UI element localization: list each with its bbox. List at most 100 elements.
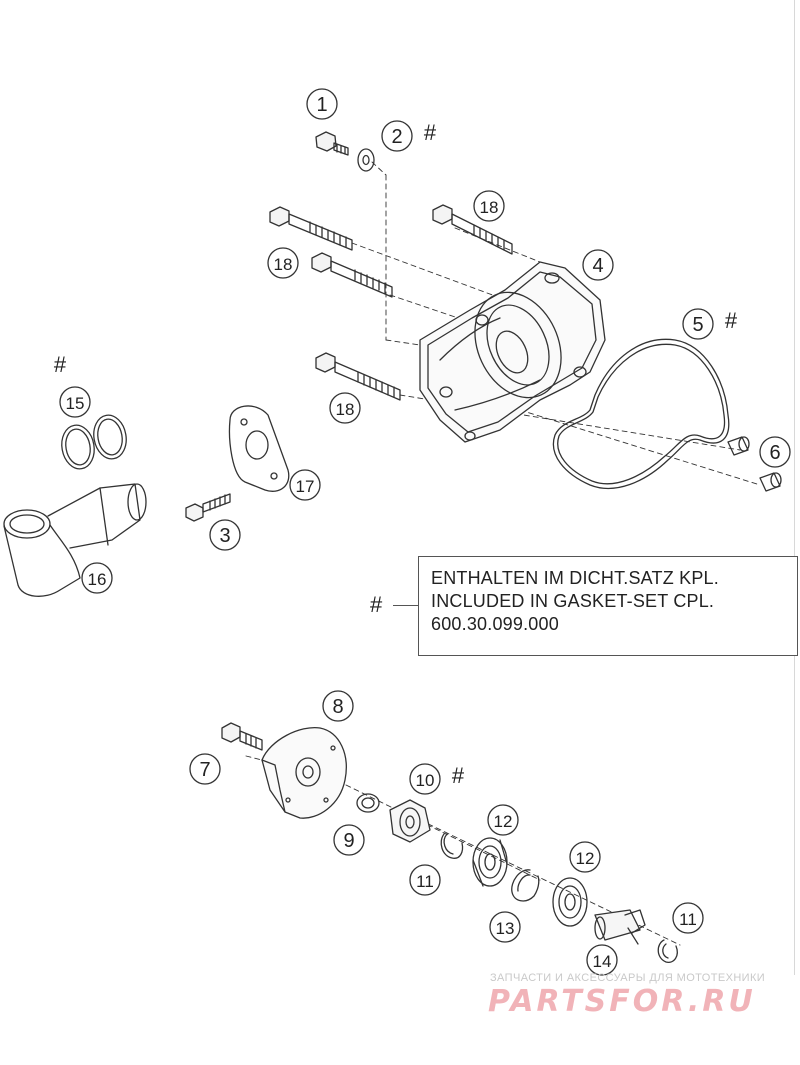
gasket-set-hash-marker: # bbox=[452, 763, 465, 788]
callout-number: 12 bbox=[494, 812, 513, 831]
callout-number: 12 bbox=[576, 849, 595, 868]
callout-5: 5# bbox=[682, 308, 738, 340]
callout-circle bbox=[473, 190, 505, 222]
callout-12b: 12 bbox=[569, 841, 601, 873]
callout-circle bbox=[586, 944, 618, 976]
callout-7: 7 bbox=[189, 753, 221, 785]
callout-number: 16 bbox=[88, 570, 107, 589]
note-part-number: 600.30.099.000 bbox=[431, 614, 559, 634]
callout-circle bbox=[329, 392, 361, 424]
part-11b-circlip bbox=[657, 939, 678, 963]
part-5-gasket bbox=[552, 338, 730, 490]
callout-circle bbox=[267, 247, 299, 279]
part-6-dowels bbox=[727, 436, 782, 492]
callout-circle bbox=[59, 386, 91, 418]
part-2-washer bbox=[357, 148, 375, 172]
callout-circle bbox=[409, 864, 441, 896]
callout-9: 9 bbox=[333, 824, 365, 856]
callout-12a: 12 bbox=[487, 804, 519, 836]
note-line-german: ENTHALTEN IM DICHT.SATZ KPL. bbox=[431, 568, 719, 588]
callout-circle bbox=[209, 519, 241, 551]
callout-circle bbox=[569, 841, 601, 873]
part-14-shaft bbox=[594, 909, 646, 945]
part-10-seal bbox=[389, 799, 431, 843]
callout-circle bbox=[81, 562, 113, 594]
callout-8: 8 bbox=[322, 690, 354, 722]
callout-circle bbox=[189, 753, 221, 785]
callout-number: 9 bbox=[343, 830, 354, 852]
callout-number: 11 bbox=[416, 872, 434, 891]
callout-circle bbox=[582, 249, 614, 281]
callout-number: 14 bbox=[593, 952, 612, 971]
callout-14: 14 bbox=[586, 944, 618, 976]
page-border-line bbox=[794, 0, 795, 975]
callout-2: 2# bbox=[381, 120, 437, 152]
callout-18a: 18 bbox=[473, 190, 505, 222]
callout-10: 10 # bbox=[409, 763, 465, 795]
part-12b-bearing bbox=[552, 877, 588, 927]
callout-3: 3 bbox=[209, 519, 241, 551]
callout-number: 13 bbox=[496, 919, 515, 938]
callout-circle bbox=[322, 690, 354, 722]
part-8-impeller bbox=[261, 726, 347, 819]
callout-number: 17 bbox=[296, 477, 315, 496]
callout-18c: 18 bbox=[329, 392, 361, 424]
callout-number: 5 bbox=[692, 314, 703, 336]
part-12a-bearing bbox=[472, 837, 508, 887]
callout-number: 11 bbox=[679, 910, 697, 929]
callout-18b: 18 bbox=[267, 247, 299, 279]
gasket-set-hash-marker: # bbox=[54, 352, 67, 377]
callout-17: 17 bbox=[289, 469, 321, 501]
gasket-set-note-box: ENTHALTEN IM DICHT.SATZ KPL. INCLUDED IN… bbox=[418, 556, 798, 656]
part-17-gasket bbox=[228, 405, 290, 492]
note-hash-marker: # bbox=[370, 592, 383, 617]
gasket-set-hash-marker: # bbox=[725, 308, 738, 333]
part-18-bolts bbox=[269, 204, 513, 401]
callout-number: 15 bbox=[66, 394, 85, 413]
watermark-logo: PARTSFOR.RU bbox=[488, 984, 756, 1019]
part-7-screw bbox=[221, 722, 263, 751]
callout-circle bbox=[289, 469, 321, 501]
callout-1: 1 bbox=[306, 88, 338, 120]
callout-number: 3 bbox=[219, 525, 230, 547]
note-line-english: INCLUDED IN GASKET-SET CPL. bbox=[431, 591, 715, 611]
callout-circle bbox=[381, 120, 413, 152]
callout-11b: 11 bbox=[672, 902, 704, 934]
callout-number: 4 bbox=[592, 255, 603, 277]
part-4-pump-cover bbox=[419, 261, 606, 443]
callout-circle bbox=[759, 436, 791, 468]
part-15-orings bbox=[61, 414, 127, 470]
callout-number: 7 bbox=[199, 759, 210, 781]
part-1-bolt bbox=[315, 131, 349, 156]
part-16-elbow bbox=[3, 483, 147, 597]
callout-number: 2 bbox=[391, 126, 402, 148]
callout-circle bbox=[306, 88, 338, 120]
callout-6: 6 bbox=[759, 436, 791, 468]
callout-number: 10 bbox=[416, 771, 435, 790]
callout-15: 15 # bbox=[54, 352, 91, 418]
callout-circle bbox=[672, 902, 704, 934]
part-3-screw bbox=[185, 493, 231, 522]
part-9-ring bbox=[356, 793, 380, 813]
note-leader-line bbox=[393, 605, 418, 606]
gasket-set-hash-marker: # bbox=[424, 120, 437, 145]
callout-number: 18 bbox=[336, 400, 355, 419]
callout-number: 18 bbox=[274, 255, 293, 274]
callout-circle bbox=[333, 824, 365, 856]
callout-circle bbox=[487, 804, 519, 836]
callout-11a: 11 bbox=[409, 864, 441, 896]
callout-circle bbox=[409, 763, 441, 795]
part-11a-circlip bbox=[440, 833, 464, 859]
callout-16: 16 bbox=[81, 562, 113, 594]
callout-circle bbox=[682, 308, 714, 340]
part-13-circlip bbox=[511, 869, 540, 902]
callout-number: 6 bbox=[769, 442, 780, 464]
callout-13: 13 bbox=[489, 911, 521, 943]
callout-number: 1 bbox=[316, 94, 327, 116]
callout-4: 4 bbox=[582, 249, 614, 281]
watermark-subtitle: ЗАПЧАСТИ И АКСЕССУАРЫ ДЛЯ МОТОТЕХНИКИ bbox=[490, 972, 766, 984]
callout-circle bbox=[489, 911, 521, 943]
callout-number: 18 bbox=[480, 198, 499, 217]
